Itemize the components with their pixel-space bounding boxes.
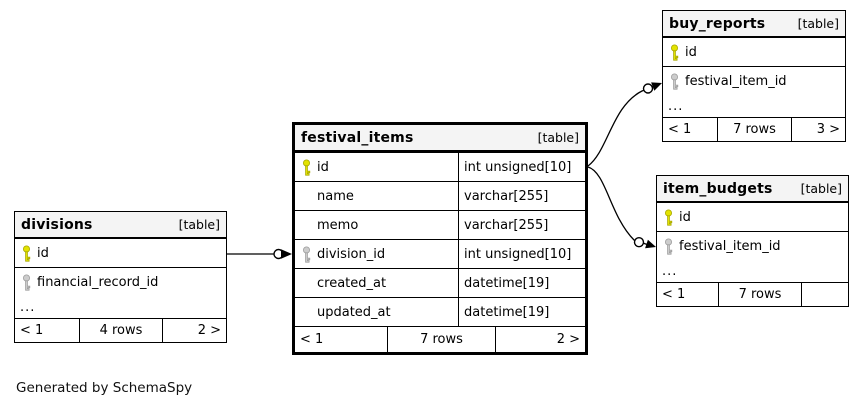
table-name[interactable]: divisions bbox=[21, 216, 93, 233]
column-row-updated-at[interactable]: updated_at datetime[19] bbox=[295, 297, 585, 326]
relationship-festival-items-buy-reports bbox=[587, 82, 662, 167]
column-row-festival-item-id[interactable]: festival_item_id bbox=[663, 66, 845, 95]
table-type-tag: [table] bbox=[537, 130, 579, 145]
column-name: financial_record_id bbox=[37, 274, 159, 290]
table-header[interactable]: festival_items [table] bbox=[295, 125, 585, 152]
column-type: int unsigned[10] bbox=[458, 153, 585, 181]
table-node-festival-items[interactable]: festival_items [table] id int unsigned[1… bbox=[292, 122, 588, 355]
child-count: 2 > bbox=[556, 332, 580, 347]
row-count: 7 rows bbox=[387, 327, 496, 352]
parent-count: < 1 bbox=[662, 287, 686, 302]
column-name: name bbox=[317, 188, 354, 204]
column-row-id[interactable]: id bbox=[15, 238, 226, 267]
column-name: id bbox=[685, 44, 697, 60]
table-name[interactable]: item_budgets bbox=[663, 180, 773, 197]
table-footer: < 1 4 rows 2 > bbox=[15, 318, 226, 342]
table-name[interactable]: buy_reports bbox=[669, 15, 766, 32]
column-name: id bbox=[37, 245, 49, 261]
foreign-key-icon bbox=[663, 73, 685, 90]
column-name: id bbox=[679, 209, 691, 225]
table-header[interactable]: buy_reports [table] bbox=[663, 11, 845, 37]
foreign-key-icon bbox=[295, 246, 317, 263]
column-name: division_id bbox=[317, 246, 386, 262]
hidden-columns-ellipsis: ... bbox=[668, 98, 684, 114]
column-type: varchar[255] bbox=[458, 182, 585, 210]
hidden-columns-ellipsis: ... bbox=[20, 299, 36, 315]
column-row-id[interactable]: id int unsigned[10] bbox=[295, 152, 585, 181]
table-node-item-budgets[interactable]: item_budgets [table] id bbox=[656, 175, 849, 307]
column-type: int unsigned[10] bbox=[458, 240, 585, 268]
table-node-buy-reports[interactable]: buy_reports [table] id bbox=[662, 10, 846, 142]
primary-key-icon bbox=[295, 159, 317, 176]
table-type-tag: [table] bbox=[178, 217, 220, 232]
parent-count: < 1 bbox=[20, 323, 44, 338]
column-name: festival_item_id bbox=[679, 238, 781, 254]
table-node-divisions[interactable]: divisions [table] id bbox=[14, 211, 227, 343]
row-count: 7 rows bbox=[718, 283, 802, 306]
column-row-id[interactable]: id bbox=[663, 37, 845, 66]
column-type: datetime[19] bbox=[458, 269, 585, 297]
table-footer: < 1 7 rows 3 > bbox=[663, 117, 845, 141]
column-row-id[interactable]: id bbox=[657, 202, 848, 231]
table-footer: < 1 7 rows bbox=[657, 282, 848, 306]
relationship-festival-items-item-budgets bbox=[587, 166, 656, 249]
column-row-name[interactable]: name varchar[255] bbox=[295, 181, 585, 210]
table-header[interactable]: item_budgets [table] bbox=[657, 176, 848, 202]
parent-count: < 1 bbox=[668, 122, 692, 137]
generator-note: Generated by SchemaSpy bbox=[16, 380, 193, 396]
primary-key-icon bbox=[15, 245, 37, 262]
column-row-festival-item-id[interactable]: festival_item_id bbox=[657, 231, 848, 260]
table-name[interactable]: festival_items bbox=[301, 129, 414, 146]
column-name: id bbox=[317, 159, 329, 175]
row-count: 4 rows bbox=[79, 319, 163, 342]
foreign-key-icon bbox=[657, 238, 679, 255]
child-count: 2 > bbox=[197, 323, 221, 338]
child-count bbox=[802, 283, 848, 306]
foreign-key-icon bbox=[15, 274, 37, 291]
column-row-financial-record-id[interactable]: financial_record_id bbox=[15, 267, 226, 296]
column-row-memo[interactable]: memo varchar[255] bbox=[295, 210, 585, 239]
hidden-columns-ellipsis: ... bbox=[662, 263, 678, 279]
table-type-tag: [table] bbox=[800, 181, 842, 196]
column-type: varchar[255] bbox=[458, 211, 585, 239]
column-name: memo bbox=[317, 217, 359, 233]
table-footer: < 1 7 rows 2 > bbox=[295, 326, 585, 352]
column-name: festival_item_id bbox=[685, 73, 787, 89]
primary-key-icon bbox=[663, 44, 685, 61]
table-type-tag: [table] bbox=[797, 16, 839, 31]
column-type: datetime[19] bbox=[458, 298, 585, 326]
row-count: 7 rows bbox=[717, 118, 792, 141]
column-row-division-id[interactable]: division_id int unsigned[10] bbox=[295, 239, 585, 268]
parent-count: < 1 bbox=[300, 332, 324, 347]
primary-key-icon bbox=[657, 209, 679, 226]
column-name: updated_at bbox=[317, 304, 391, 320]
child-count: 3 > bbox=[816, 122, 840, 137]
column-name: created_at bbox=[317, 275, 387, 291]
relationship-divisions-festival-items bbox=[227, 248, 292, 260]
column-row-created-at[interactable]: created_at datetime[19] bbox=[295, 268, 585, 297]
table-header[interactable]: divisions [table] bbox=[15, 212, 226, 238]
